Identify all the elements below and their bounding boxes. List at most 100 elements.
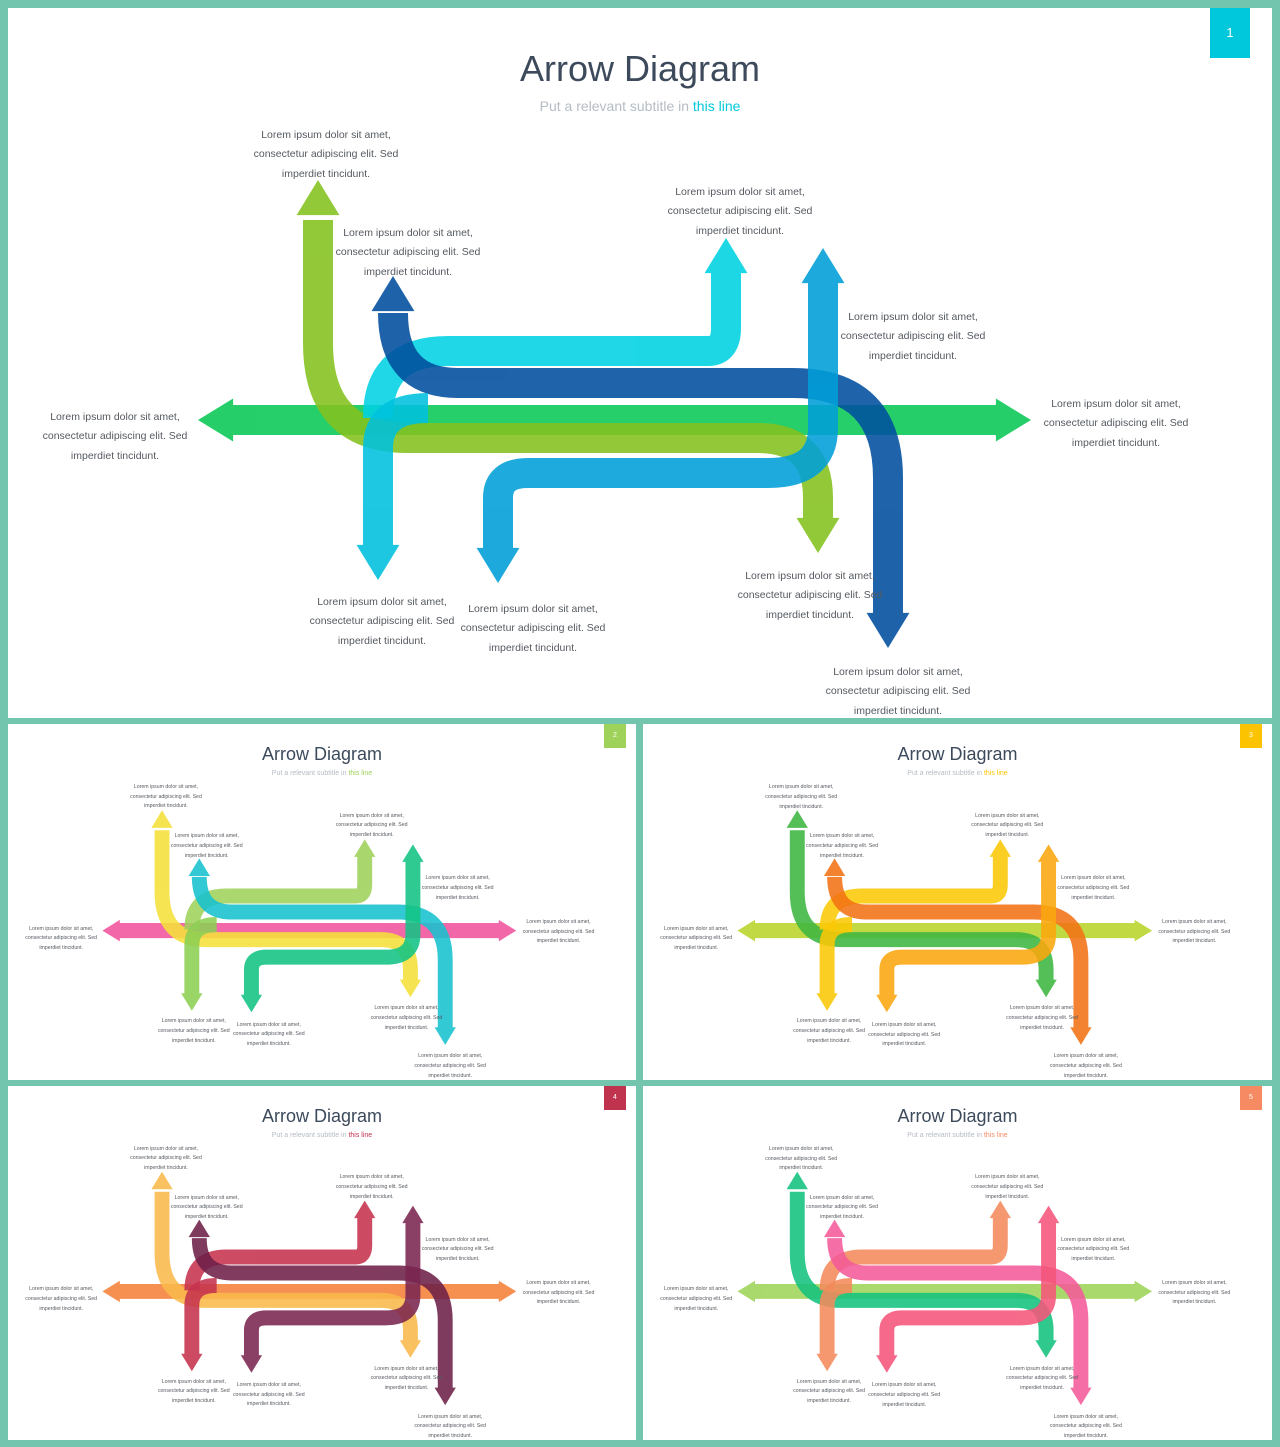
horizontal-double-arrow-head <box>198 398 234 442</box>
annotation-line: Lorem ipsum dolor sit amet, <box>1061 875 1126 882</box>
annotation-line: consectetur adipiscing elit. Sed <box>522 928 595 935</box>
annotation-line: consectetur adipiscing elit. Sed <box>157 1027 230 1034</box>
annotation-line: consectetur adipiscing elit. Sed <box>1049 1423 1122 1430</box>
annotation-line: imperdiet tincidunt. <box>779 803 824 810</box>
up-left-arrow <box>823 1219 1092 1406</box>
annotation-line: imperdiet tincidunt. <box>765 608 855 621</box>
annotation-line: Lorem ipsum dolor sit amet, <box>809 1194 875 1201</box>
annotation-line: consectetur adipiscing elit. Sed <box>840 330 986 343</box>
down-middle-arrow-head <box>876 994 898 1013</box>
annotation-line: consectetur adipiscing elit. Sed <box>414 1063 487 1070</box>
long-s-arrow-head <box>1035 1340 1057 1358</box>
annotation-line: imperdiet tincidunt. <box>337 634 427 647</box>
annotation-text: Lorem ipsum dolor sit amet,consectetur a… <box>499 1279 618 1308</box>
annotation-text: Lorem ipsum dolor sit amet,consectetur a… <box>209 1381 328 1410</box>
annotation-line: consectetur adipiscing elit. Sed <box>42 430 188 443</box>
subtitle-text: Put a relevant subtitle in <box>271 770 349 777</box>
up-right-arrow-shaft <box>819 855 1008 931</box>
annotation-text: Lorem ipsum dolor sit amet,consectetur a… <box>1135 918 1254 947</box>
down-middle-arrow-head <box>876 1355 898 1373</box>
down-left-arrow-head <box>356 544 400 580</box>
annotation-line: imperdiet tincidunt. <box>144 803 188 810</box>
annotation-line: Lorem ipsum dolor sit amet, <box>374 1365 439 1372</box>
annotation-line: consectetur adipiscing elit. Sed <box>130 1155 202 1162</box>
annotation-text: Lorem ipsum dolor sit amet, consectetur a… <box>106 783 225 812</box>
horizontal-double-arrow-head <box>102 919 120 942</box>
up-left-arrow-head <box>866 612 910 648</box>
annotation-line: imperdiet tincidunt. <box>807 1398 851 1405</box>
annotation-line: consectetur adipiscing elit. Sed <box>414 1423 487 1430</box>
annotation-line: imperdiet tincidunt. <box>853 704 943 717</box>
annotation-line: consectetur adipiscing elit. Sed <box>806 1204 879 1211</box>
annotation-line: imperdiet tincidunt. <box>1172 1299 1217 1306</box>
annotation-line: consectetur adipiscing elit. Sed <box>660 1296 733 1303</box>
down-middle-arrow <box>476 248 845 583</box>
up-right-arrow <box>819 839 1011 931</box>
annotation-line: Lorem ipsum dolor sit amet, <box>872 1021 937 1028</box>
annotation-line: consectetur adipiscing elit. Sed <box>737 589 883 602</box>
annotation-line: Lorem ipsum dolor sit amet, <box>796 1018 862 1025</box>
slide-number-badge: 4 <box>604 1086 626 1110</box>
annotation-line: Lorem ipsum dolor sit amet, <box>664 1286 729 1293</box>
horizontal-double-arrow-head <box>1134 919 1153 942</box>
annotation-line: imperdiet tincidunt. <box>184 852 229 859</box>
long-s-arrow-head <box>1035 979 1057 998</box>
annotation-text: Lorem ipsum dolor sit amet, consectetur a… <box>948 812 1067 841</box>
annotation-line: imperdiet tincidunt. <box>1020 1385 1064 1392</box>
horizontal-double-arrow-head <box>995 398 1031 442</box>
slide-title: Arrow Diagram <box>897 744 1018 764</box>
annotation-text: Lorem ipsum dolor sit amet,consectetur a… <box>778 663 1018 718</box>
slide-subtitle: Put a relevant subtitle in this line <box>8 98 1272 114</box>
annotation-line: Lorem ipsum dolor sit amet, <box>133 784 199 791</box>
annotation-line: consectetur adipiscing elit. Sed <box>335 246 481 259</box>
annotation-line: imperdiet tincidunt. <box>349 1193 394 1200</box>
horizontal-double-arrow-head <box>737 919 756 942</box>
up-left-arrow-head <box>823 858 846 876</box>
annotation-text: Lorem ipsum dolor sit amet,consectetur a… <box>206 126 446 184</box>
annotation-line: consectetur adipiscing elit. Sed <box>421 885 494 892</box>
annotation-line: Lorem ipsum dolor sit amet, <box>796 1378 862 1385</box>
down-middle-arrow-head <box>240 1355 263 1373</box>
annotation-line: consectetur adipiscing elit. Sed <box>1057 1246 1130 1253</box>
annotation-line: imperdiet tincidunt. <box>171 1397 216 1404</box>
annotation-line: consectetur adipiscing elit. Sed <box>868 1391 941 1398</box>
annotation-line: consectetur adipiscing elit. Sed <box>253 148 399 161</box>
annotation-line: Lorem ipsum dolor sit amet, <box>848 311 978 323</box>
up-right-arrow-shaft <box>184 855 373 931</box>
down-left-arrow-head <box>816 993 838 1011</box>
down-middle-arrow-head <box>476 547 520 583</box>
up-right-arrow-shaft <box>184 1216 373 1291</box>
annotation-line: imperdiet tincidunt. <box>488 641 578 654</box>
annotation-line: imperdiet tincidunt. <box>674 1305 719 1312</box>
up-right-arrow <box>184 1200 376 1291</box>
annotation-line: Lorem ipsum dolor sit amet, <box>425 1236 490 1243</box>
up-left-arrow-head <box>823 1219 846 1238</box>
annotation-text: Lorem ipsum dolor sit amet,consectetur a… <box>620 183 860 241</box>
up-right-arrow <box>363 238 748 419</box>
annotation-line: Lorem ipsum dolor sit amet, <box>975 812 1040 819</box>
annotation-text: Lorem ipsum dolor sit amet,consectetur a… <box>982 1365 1101 1394</box>
annotation-line: imperdiet tincidunt. <box>435 1255 480 1262</box>
down-left-arrow <box>816 1277 853 1372</box>
up-right-arrow-shaft <box>819 1216 1008 1291</box>
annotation-line: imperdiet tincidunt. <box>384 1385 429 1392</box>
annotation-text: Lorem ipsum dolor sit amet,consectetur a… <box>982 1004 1101 1033</box>
subtitle-highlight: this line <box>692 98 741 114</box>
down-middle-arrow-shaft <box>879 1221 1057 1358</box>
horizontal-double-arrow-head <box>737 1280 756 1303</box>
annotation-line: imperdiet tincidunt. <box>820 1214 864 1221</box>
down-left-arrow-shaft <box>184 917 218 995</box>
subtitle-highlight: this line <box>983 770 1008 777</box>
down-middle-arrow-shaft <box>879 860 1057 998</box>
annotation-line: imperdiet tincidunt. <box>868 349 958 362</box>
slide-title: Arrow Diagram <box>261 1106 383 1126</box>
annotation-line: consectetur adipiscing elit. Sed <box>370 1014 443 1021</box>
annotation-text: Lorem ipsum dolor sit amet, consectetur a… <box>793 308 1033 366</box>
annotation-text: Lorem ipsum dolor sit amet,consectetur a… <box>948 1173 1067 1202</box>
annotation-line: consectetur adipiscing elit. Sed <box>130 793 202 800</box>
annotation-text: Lorem ipsum dolor sit amet,consectetur a… <box>1034 1236 1153 1265</box>
annotation-line: Lorem ipsum dolor sit amet, <box>526 1279 591 1286</box>
annotation-line: consectetur adipiscing elit. Sed <box>971 822 1044 829</box>
subtitle-text: Put a relevant subtitle in <box>539 98 693 114</box>
